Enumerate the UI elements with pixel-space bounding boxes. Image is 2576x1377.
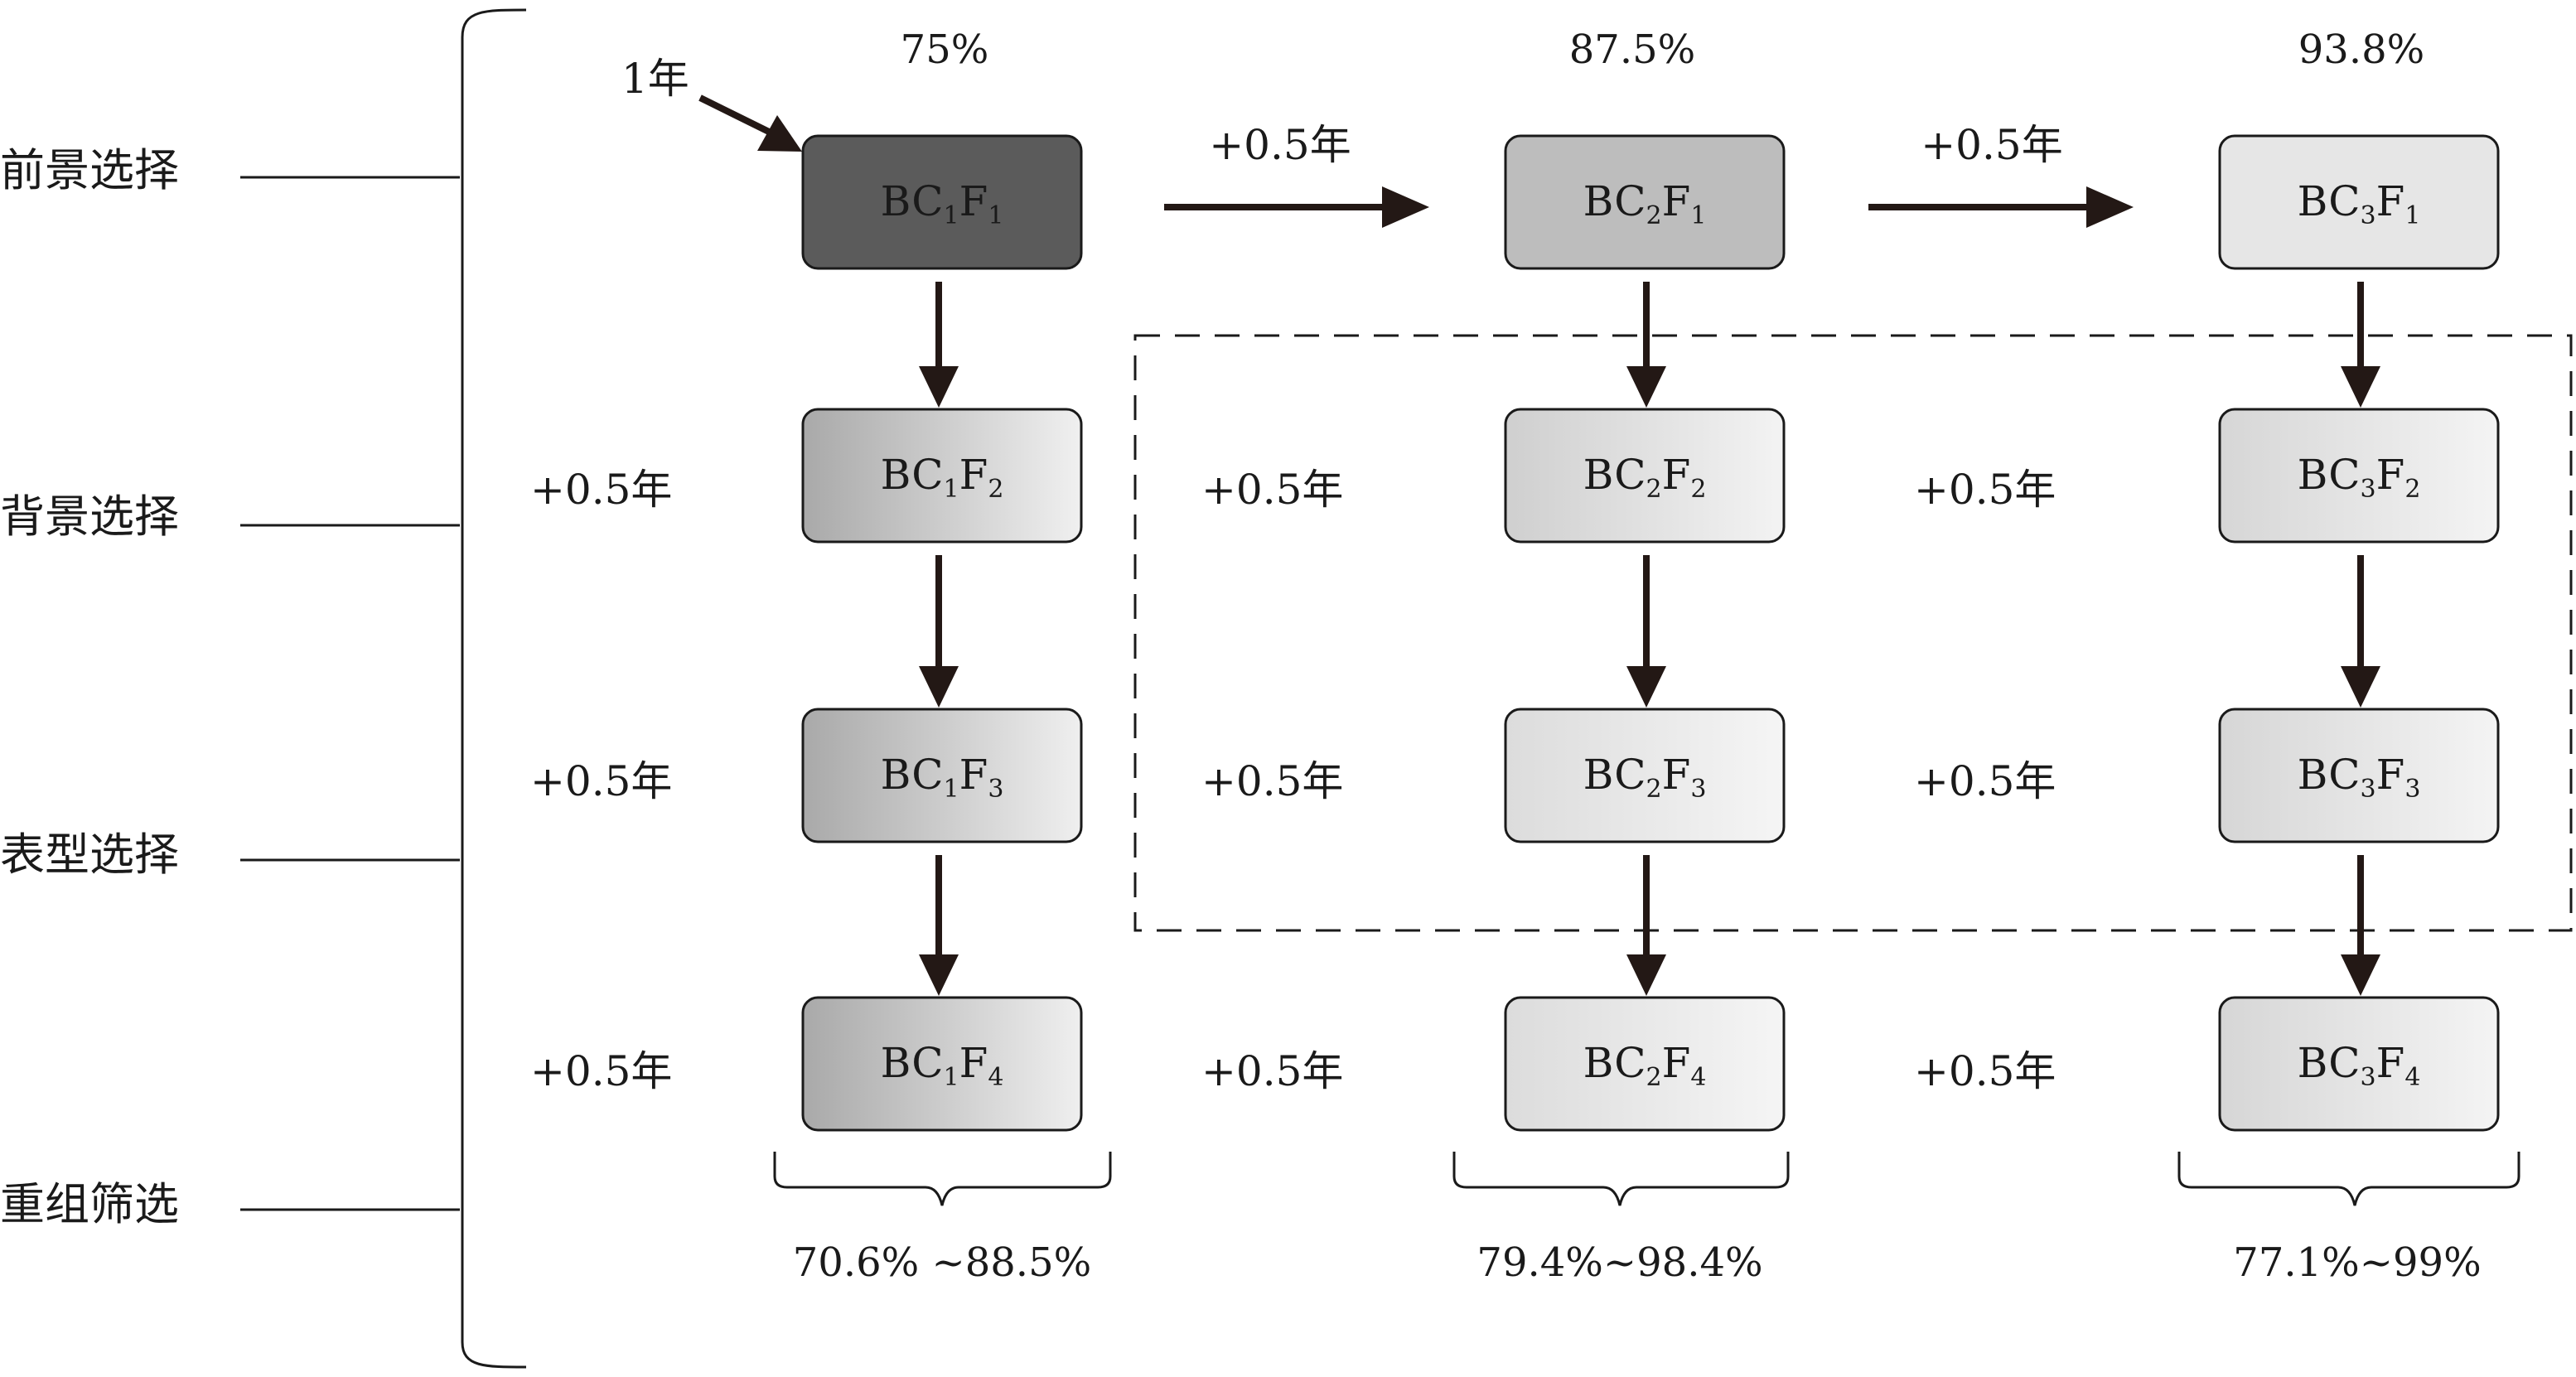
down-arrow-c3-r2: [2341, 555, 2380, 708]
stage-labels: 前景选择 背景选择 表型选择 重组筛选: [0, 144, 460, 1230]
bottom-brace-2: [1452, 1152, 1790, 1206]
node-box: [801, 408, 1083, 544]
node-bc1-f2: BC1F2: [801, 408, 1083, 544]
column-percent-3: 93.8%: [2298, 27, 2424, 73]
node-bc3-f4: BC3F4: [2218, 996, 2500, 1132]
column-range-1: 70.6% ~88.5%: [793, 1239, 1091, 1286]
left-bracket: [461, 8, 527, 1369]
node-bc1-f3: BC1F3: [801, 708, 1083, 843]
start-label: 1年: [621, 55, 689, 103]
step-label-top-2: +0.5年: [1921, 121, 2062, 169]
down-arrow-c2-r2: [1626, 555, 1666, 708]
down-arrow-c2-r1: [1626, 282, 1666, 408]
node-bc2-f4: BC2F4: [1504, 996, 1786, 1132]
step-label-r3-c3: +0.5年: [1914, 757, 2056, 805]
node-label: BC2F3: [1583, 751, 1707, 804]
step-label-r4-c2: +0.5年: [1201, 1047, 1343, 1095]
down-arrow-c2-r3: [1626, 855, 1666, 996]
node-box: [801, 708, 1083, 843]
down-arrow-c1-r1: [919, 282, 959, 408]
node-bc3-f2: BC3F2: [2218, 408, 2500, 544]
node-box: [1504, 996, 1786, 1132]
node-box: [1504, 134, 1786, 270]
step-label-r3-c2: +0.5年: [1201, 757, 1343, 805]
step-label-r4-c1: +0.5年: [530, 1047, 672, 1095]
node-label: BC3F3: [2298, 751, 2421, 804]
bottom-brace-1: [773, 1152, 1112, 1206]
start-arrow-shaft: [698, 94, 772, 136]
column-percent-2: 87.5%: [1569, 27, 1695, 73]
step-label-r4-c3: +0.5年: [1914, 1047, 2056, 1095]
node-bc1-f1: BC1F1: [801, 134, 1083, 270]
node-label: BC1F2: [881, 451, 1004, 504]
column-range-3: 77.1%~99%: [2233, 1239, 2481, 1286]
vertical-arrows-layer: [919, 282, 2380, 996]
node-bc2-f3: BC2F3: [1504, 708, 1786, 843]
step-label-r3-c1: +0.5年: [530, 757, 672, 805]
h-arrow-2-head: [2086, 186, 2134, 228]
node-label: BC2F2: [1583, 451, 1707, 504]
step-label-r2-c3: +0.5年: [1914, 466, 2056, 514]
node-bc2-f2: BC2F2: [1504, 408, 1786, 544]
node-box: [2218, 134, 2500, 270]
node-box: [2218, 408, 2500, 544]
node-bc3-f1: BC3F1: [2218, 134, 2500, 270]
node-label: BC2F4: [1583, 1039, 1707, 1092]
column-percent-1: 75%: [901, 27, 989, 73]
down-arrow-c3-r1: [2341, 282, 2380, 408]
step-label-r2-c1: +0.5年: [530, 466, 672, 514]
node-label: BC3F1: [2298, 177, 2421, 230]
node-bc2-f1: BC2F1: [1504, 134, 1786, 270]
node-bc3-f3: BC3F3: [2218, 708, 2500, 843]
dashed-region: [1133, 334, 2573, 932]
node-box: [801, 134, 1083, 270]
stage-label-recombination: 重组筛选: [0, 1178, 179, 1230]
step-label-top-1: +0.5年: [1209, 121, 1351, 169]
h-arrow-1-head: [1382, 186, 1429, 228]
node-label: BC1F1: [881, 177, 1004, 230]
stage-label-phenotype: 表型选择: [0, 829, 179, 881]
node-label: BC2F1: [1583, 177, 1707, 230]
node-box: [1504, 708, 1786, 843]
start-arrow-head: [757, 115, 802, 152]
stage-label-foreground: 前景选择: [0, 144, 179, 196]
node-label: BC1F3: [881, 751, 1004, 804]
side-step-labels: +0.5年 +0.5年 +0.5年 +0.5年 +0.5年 +0.5年 +0.5…: [530, 466, 2056, 1095]
node-box: [2218, 996, 2500, 1132]
bottom-brace-3: [2177, 1152, 2520, 1206]
down-arrow-c3-r3: [2341, 855, 2380, 996]
column-range-2: 79.4%~98.4%: [1476, 1239, 1762, 1286]
step-label-r2-c2: +0.5年: [1201, 466, 1343, 514]
node-box: [2218, 708, 2500, 843]
stage-label-background: 背景选择: [0, 490, 179, 543]
down-arrow-c1-r3: [919, 855, 959, 996]
down-arrow-c1-r2: [919, 555, 959, 708]
node-box: [801, 996, 1083, 1132]
node-label: BC1F4: [881, 1039, 1004, 1092]
node-label: BC3F4: [2298, 1039, 2421, 1092]
node-box: [1504, 408, 1786, 544]
node-bc1-f4: BC1F4: [801, 996, 1083, 1132]
node-label: BC3F2: [2298, 451, 2421, 504]
